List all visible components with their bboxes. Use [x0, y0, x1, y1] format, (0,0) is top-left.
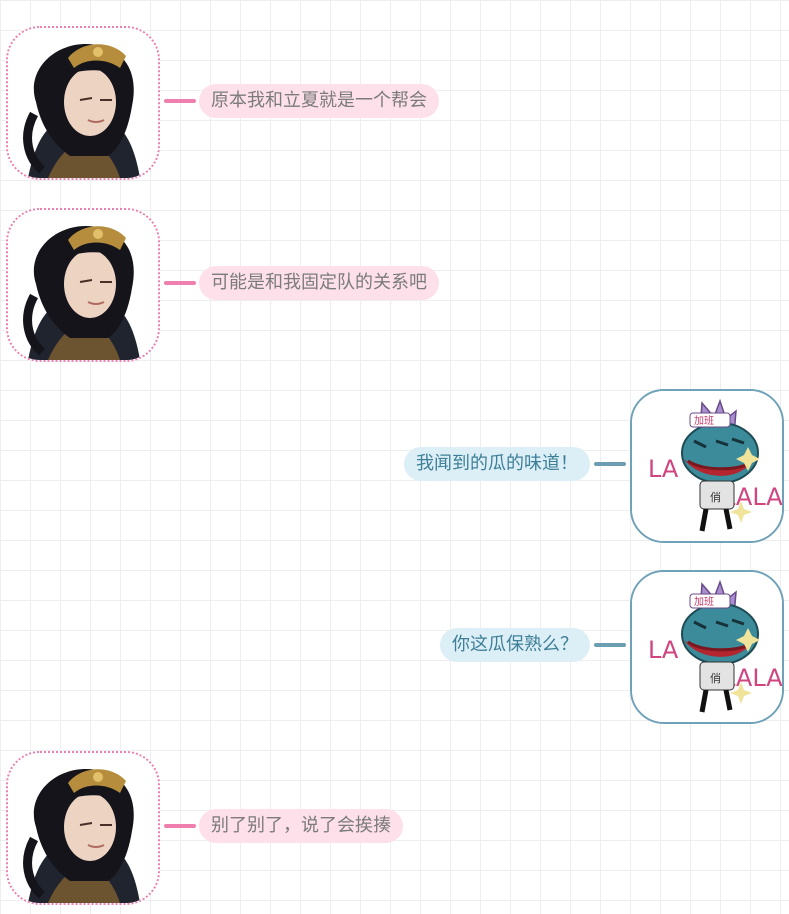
message-bubble: 可能是和我固定队的关系吧 — [199, 266, 439, 300]
frog-cartoon-icon: LA LALA 加班 俏 — [632, 572, 782, 722]
bubble-connector — [594, 643, 626, 647]
svg-text:俏: 俏 — [710, 671, 721, 685]
bubble-connector — [594, 462, 626, 466]
message-bubble: 原本我和立夏就是一个帮会 — [199, 84, 439, 118]
message-row: 可能是和我固定队的关系吧 — [0, 208, 789, 364]
svg-text:LA: LA — [648, 636, 679, 664]
message-row: LA LALA 加班 俏 我闻到的瓜的味道！ — [0, 389, 789, 545]
warrior-portrait-avatar[interactable] — [6, 751, 160, 905]
warrior-portrait-avatar[interactable] — [6, 208, 160, 362]
svg-text:加班: 加班 — [694, 596, 714, 608]
bubble-connector — [164, 281, 196, 285]
warrior-portrait-icon — [8, 28, 158, 178]
message-bubble: 别了别了，说了会挨揍 — [199, 809, 403, 843]
frog-cartoon-avatar[interactable]: LA LALA 加班 俏 — [630, 570, 784, 724]
warrior-portrait-icon — [8, 210, 158, 360]
svg-text:俏: 俏 — [710, 490, 721, 504]
bubble-connector — [164, 824, 196, 828]
warrior-portrait-icon — [8, 753, 158, 903]
message-row: 原本我和立夏就是一个帮会 — [0, 26, 789, 182]
frog-cartoon-icon: LA LALA 加班 俏 — [632, 391, 782, 541]
bubble-connector — [164, 99, 196, 103]
warrior-portrait-avatar[interactable] — [6, 26, 160, 180]
message-bubble: 我闻到的瓜的味道！ — [404, 447, 590, 481]
message-row: 别了别了，说了会挨揍 — [0, 751, 789, 907]
message-row: LA LALA 加班 俏 你这瓜保熟么？ — [0, 570, 789, 726]
svg-text:LA: LA — [648, 455, 679, 483]
message-bubble: 你这瓜保熟么？ — [440, 628, 590, 662]
frog-cartoon-avatar[interactable]: LA LALA 加班 俏 — [630, 389, 784, 543]
svg-text:加班: 加班 — [694, 415, 714, 427]
